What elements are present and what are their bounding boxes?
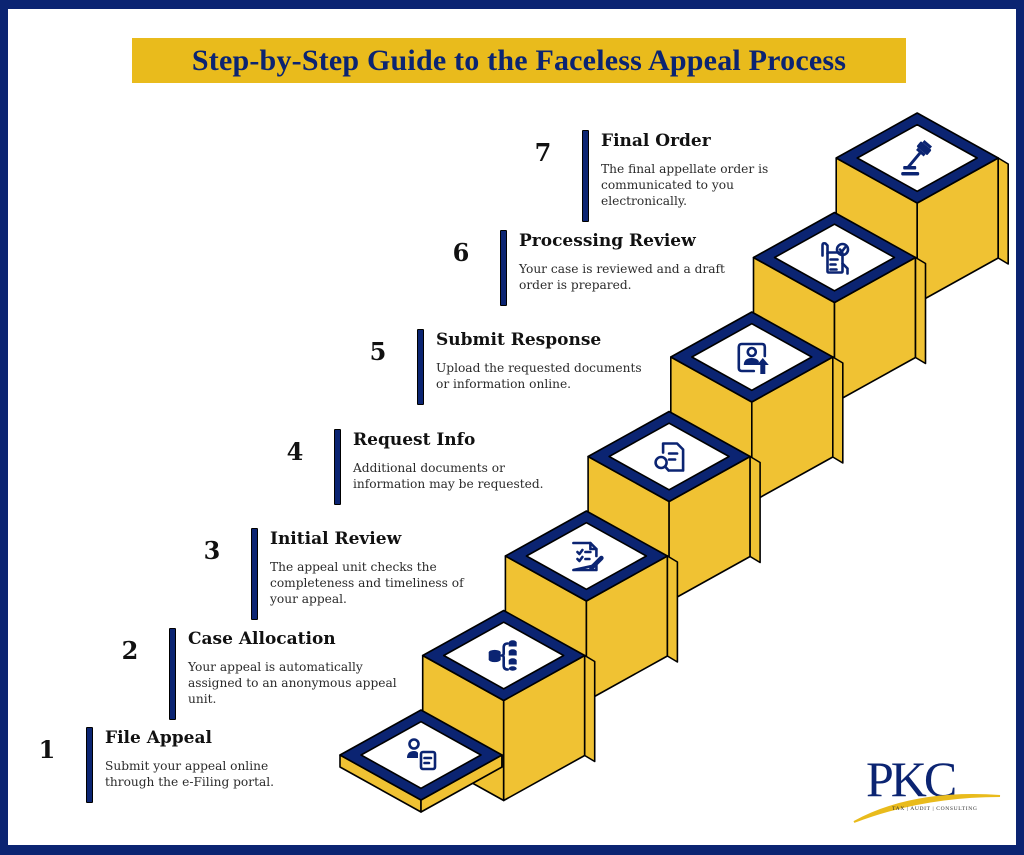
step-side: [749, 455, 761, 564]
step-side: [666, 555, 679, 663]
step-accent-bar: [334, 429, 341, 505]
step-side: [831, 356, 844, 464]
step-accent-bar: [417, 329, 424, 405]
step-tile-inner: [773, 223, 896, 292]
step-accent-bar: [169, 628, 176, 720]
step-number: 5: [369, 337, 387, 366]
step-description: Additional documents or information may …: [353, 461, 544, 491]
step-title: Final Order: [601, 131, 711, 151]
step-description: The final appellate order is communicate…: [601, 162, 769, 208]
step-number: 3: [203, 536, 221, 565]
step-title: Initial Review: [270, 529, 402, 549]
step-title: Case Allocation: [188, 629, 336, 649]
step-accent-bar: [500, 230, 507, 306]
step-description: Your case is reviewed and a draft order …: [519, 262, 725, 292]
step-accent-bar: [582, 130, 589, 222]
step-title: File Appeal: [105, 728, 212, 748]
user-upload-icon: [737, 342, 769, 374]
step-side: [914, 256, 927, 365]
step-number: 6: [452, 238, 470, 267]
step-tile-inner: [525, 521, 648, 591]
step-side: [997, 157, 1010, 265]
step-description: Upload the requested documents or inform…: [436, 361, 642, 391]
reviewed-document-hand-icon: [821, 241, 850, 275]
step-title: Processing Review: [519, 231, 696, 251]
step-accent-bar: [86, 727, 93, 803]
step-side: [583, 654, 596, 763]
user-document-icon: [407, 738, 437, 771]
title-banner: Step-by-Step Guide to the Faceless Appea…: [132, 38, 906, 83]
checklist-edit-icon: [572, 541, 604, 572]
step-number: 1: [38, 735, 56, 764]
step-accent-bar: [251, 528, 258, 620]
step-description: Submit your appeal online through the e-…: [105, 759, 275, 789]
document-search-icon: [654, 442, 685, 472]
database-allocation-icon: [488, 640, 517, 671]
gavel-icon: [901, 140, 933, 176]
step-title: Request Info: [353, 430, 476, 450]
step-description: Your appeal is automatically assigned to…: [188, 660, 397, 706]
logo-swoosh: [853, 794, 1001, 823]
page-title: Step-by-Step Guide to the Faceless Appea…: [191, 43, 847, 77]
step-number: 4: [286, 437, 304, 466]
step-title: Submit Response: [436, 330, 602, 350]
pkc-logo: PKC TAX | AUDIT | CONSULTING: [853, 752, 1001, 823]
step-number: 2: [121, 636, 139, 665]
step-number: 7: [534, 138, 552, 167]
step-tile-inner: [608, 422, 730, 491]
step-description: The appeal unit checks the completeness …: [270, 560, 464, 606]
logo-tagline: TAX | AUDIT | CONSULTING: [892, 806, 978, 812]
